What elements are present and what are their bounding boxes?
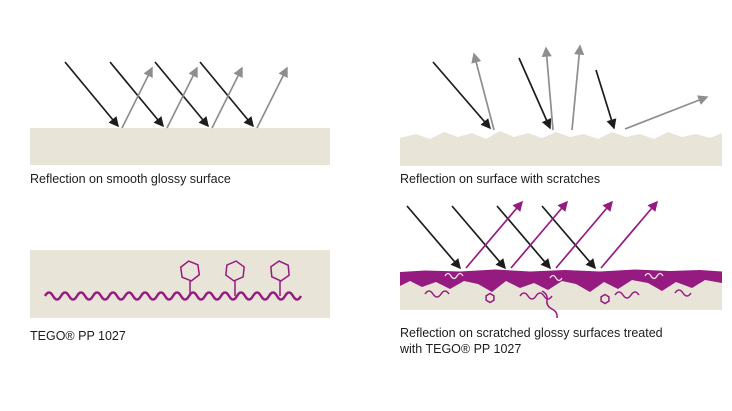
reflected-ray [211,66,243,129]
polymer-squiggle [674,289,692,297]
smooth-surface-illustration [30,61,330,165]
coating-chain-squiggle [444,272,464,280]
treated-surface-illustration [400,200,722,319]
incident-ray [64,61,119,128]
incident-ray [595,69,617,130]
polymer-chain [43,291,303,301]
reflected-ray [555,200,613,269]
pendant-groups [179,260,290,296]
tego-polymer-illustration [30,250,330,318]
polymer-in-scratches [424,289,692,319]
coating-chain-squiggle [549,274,563,282]
incident-ray [432,61,492,130]
incident-ray [154,61,209,128]
incident-rays [64,61,254,128]
incident-ray [496,205,551,270]
caption-treated-surface: Reflection on scratched glossy surfaces … [400,325,730,357]
reflected-ray [166,66,198,129]
caption-treated-line1: Reflection on scratched glossy surfaces … [400,326,663,340]
reflected-ray [624,95,709,130]
benzene-ring-icon [179,260,201,282]
reflected-ray [121,66,153,129]
smooth-surface [30,128,330,165]
polymer-squiggle [519,292,553,300]
caption-smooth-surface: Reflection on smooth glossy surface [30,172,231,186]
reflected-ray [541,46,554,131]
incident-rays [406,205,596,270]
benzene-ring-icon [225,260,245,282]
reflected-rays [121,66,288,129]
scratched-surface [400,131,722,166]
polymer-coating-layer [400,269,722,292]
incident-ray [541,205,596,270]
scattered-reflected-rays [471,44,709,131]
reflected-ray [510,200,568,269]
reflected-ray [465,200,523,269]
chains-in-coating [444,272,664,282]
incident-ray [406,205,461,270]
benzene-ring-icon [485,292,495,304]
caption-scratched-surface: Reflection on surface with scratches [400,172,601,186]
polymer-squiggle [424,290,450,298]
polymer-background [30,250,330,318]
caption-tego: TEGO® PP 1027 [30,329,126,343]
caption-treated-line2: with TEGO® PP 1027 [400,342,522,356]
incident-ray [518,57,552,130]
incident-ray [109,61,164,128]
incident-ray [451,205,506,270]
coating-chain-squiggle [644,272,664,280]
polymer-squiggle [541,290,558,319]
polymer-squiggle [614,291,640,299]
reflected-ray [256,66,288,129]
reflected-ray [471,52,495,131]
reflected-ray [571,44,585,131]
reflected-ray [600,200,658,269]
incident-ray [199,61,254,128]
incident-rays [432,57,617,130]
scratched-surface-illustration [400,44,722,166]
benzene-ring-icon [270,260,290,282]
benzene-ring-icon [600,293,610,305]
reflected-rays [465,200,658,269]
